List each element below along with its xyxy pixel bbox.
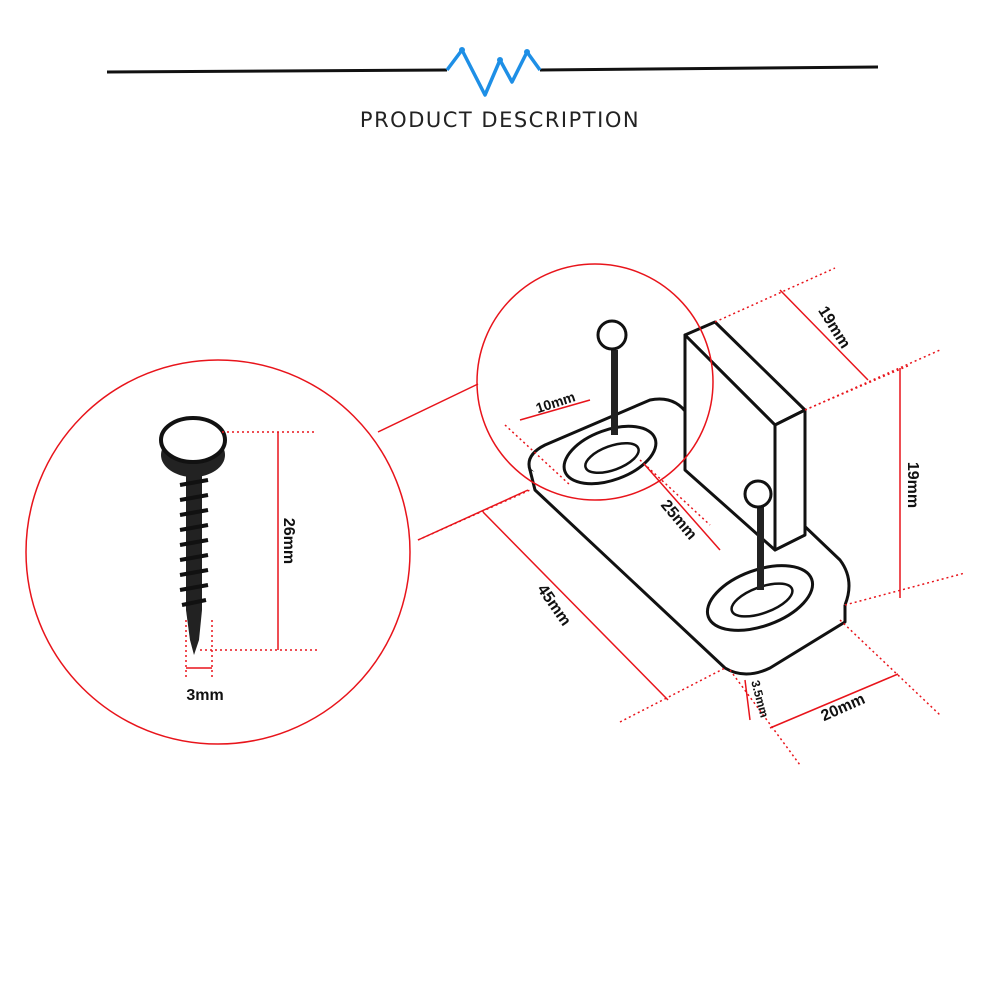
screw-length-label: 26mm: [280, 518, 297, 564]
stopper-screw-icon: [596, 319, 773, 590]
hole-width-label: 10mm: [534, 388, 577, 416]
height-label: 19mm: [904, 462, 921, 508]
screw-hole-detail-circle: [476, 263, 714, 501]
page-title: PRODUCT DESCRIPTION: [359, 108, 641, 132]
zoom-connector: [377, 383, 529, 541]
zigzag-icon: [445, 48, 542, 97]
dimension-lines: [417, 267, 966, 766]
length-label: 45mm: [533, 582, 573, 630]
screw-detail-circle: 26mm 3mm: [25, 359, 411, 745]
screw-icon: [159, 416, 227, 655]
screw-diameter-label: 3mm: [186, 687, 223, 704]
header-divider: [106, 47, 879, 97]
floor-stopper-drawing: [527, 320, 851, 676]
width-label: 20mm: [819, 691, 868, 725]
